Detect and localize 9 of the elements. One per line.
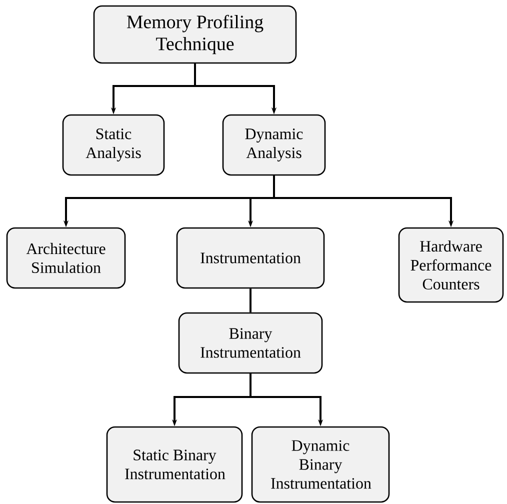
process-box: Static Binary Instrumentation [106, 426, 243, 503]
process-box: Static Analysis [62, 114, 165, 176]
process-box: Binary Instrumentation [178, 312, 323, 374]
process-box: Dynamic Analysis [222, 114, 326, 176]
process-box: Hardware Performance Counters [398, 227, 504, 303]
process-box: Dynamic Binary Instrumentation [251, 426, 390, 503]
process-box: Memory Profiling Technique [93, 5, 297, 64]
process-box: Instrumentation [176, 227, 325, 289]
process-box: Architecture Simulation [6, 227, 126, 289]
